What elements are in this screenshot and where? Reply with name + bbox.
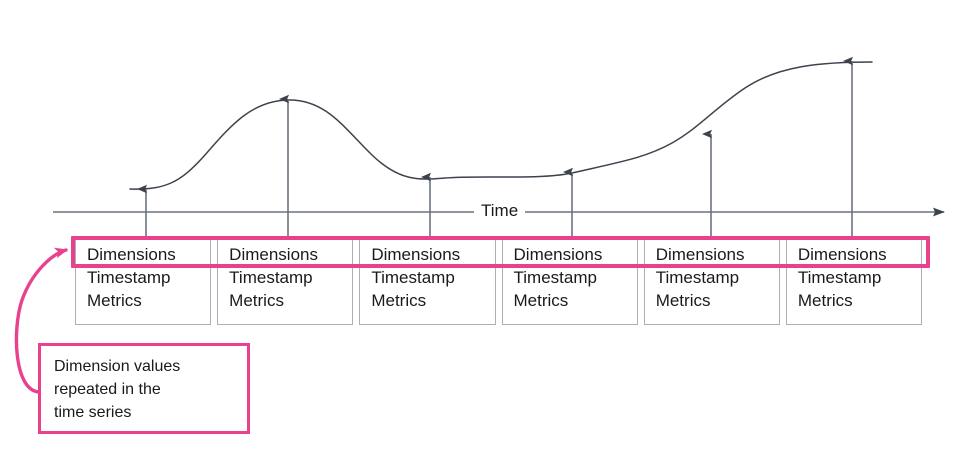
record-metrics-label: Metrics [371, 291, 427, 310]
dimensions-highlight-rect [71, 236, 930, 268]
record-timestamp-label: Timestamp [87, 268, 171, 287]
record-timestamp-label: Timestamp [655, 268, 740, 287]
record-box[interactable]: Dimensions Timestamp Metrics [501, 237, 638, 325]
record-dimensions-label: Dimensions [229, 245, 318, 264]
record-dimensions-label: Dimensions [797, 245, 887, 264]
record-timestamp-label: Timestamp [371, 268, 455, 287]
record-dimensions-label: Dimensions [371, 245, 461, 264]
record-timestamp-label: Timestamp [797, 268, 882, 287]
record-dimensions-label: Dimensions [513, 245, 603, 264]
time-axis-label: Time [474, 200, 526, 222]
record-metrics-label: Metrics [87, 291, 142, 310]
callout-line: Dimension values [54, 358, 181, 375]
callout-line: time series [54, 404, 132, 421]
record-box[interactable]: Dimensions Timestamp Metrics [75, 237, 212, 325]
record-metrics-label: Metrics [229, 291, 284, 310]
record-box[interactable]: Dimensions Timestamp Metrics [785, 237, 923, 325]
callout-box: Dimension values repeated in the time se… [38, 343, 250, 434]
record-metrics-label: Metrics [797, 291, 853, 310]
record-metrics-label: Metrics [513, 291, 569, 310]
record-box[interactable]: Dimensions Timestamp Metrics [643, 237, 780, 325]
callout-line: repeated in the [54, 381, 161, 398]
record-boxes-row: Dimensions Timestamp Metrics Dimensions … [75, 237, 923, 325]
record-metrics-label: Metrics [655, 291, 711, 310]
record-box[interactable]: Dimensions Timestamp Metrics [359, 237, 496, 325]
record-dimensions-label: Dimensions [655, 245, 745, 264]
record-box[interactable]: Dimensions Timestamp Metrics [217, 237, 354, 325]
record-timestamp-label: Timestamp [513, 268, 597, 287]
record-dimensions-label: Dimensions [87, 245, 176, 264]
record-timestamp-label: Timestamp [229, 268, 313, 287]
timeseries-curve [129, 61, 873, 190]
